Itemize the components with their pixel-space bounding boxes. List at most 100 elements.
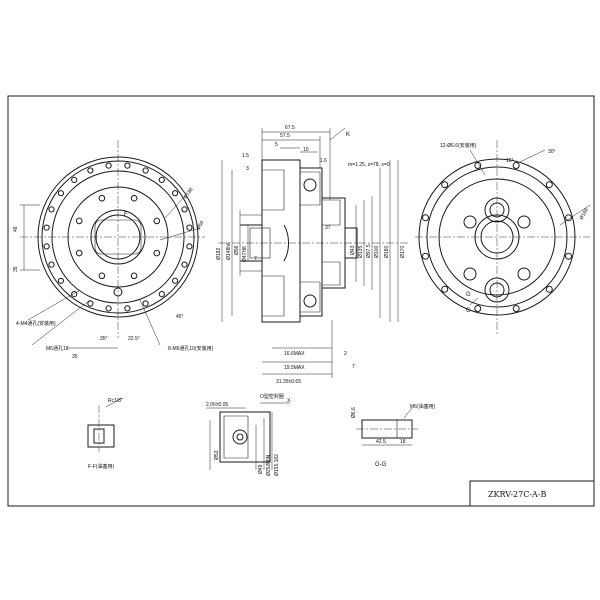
bolt-hole — [43, 243, 50, 250]
front-label-4m4: 4-M4通孔(安装用) — [16, 320, 56, 327]
front-view — [20, 140, 205, 349]
side-label-d96: Ø96 — [234, 245, 240, 255]
bolt-hole — [98, 194, 106, 202]
side-label-3135: 31.35±0.65 — [276, 379, 301, 385]
front-label-35: 35 — [13, 266, 19, 272]
k-label-oring: O型密封圈 — [260, 393, 284, 400]
side-label-d43: Ø43 — [350, 245, 356, 255]
side-label-195max: 19.5MAX — [284, 365, 305, 371]
gg-label-m6: M6(油塞用) — [410, 403, 436, 410]
bolt-hole — [75, 217, 83, 225]
k-label-w205: 2.06±0.05 — [206, 402, 228, 408]
bolt-hole — [512, 305, 520, 312]
bolt-hole — [43, 224, 50, 231]
rear-label-g2: G — [466, 308, 471, 314]
bolt-hole — [186, 224, 193, 231]
bolt-hole — [545, 285, 553, 293]
rear-label-30: 30° — [548, 149, 556, 155]
side-label-d148: Ø148h6 — [226, 242, 232, 260]
gg-label-caption: G-G — [375, 462, 387, 468]
side-label-166max: 16.6MAX — [284, 351, 305, 357]
side-view — [218, 127, 410, 378]
side-label-3: 3 — [246, 166, 249, 172]
bolt-hole — [75, 249, 83, 257]
bolt-hole — [124, 305, 131, 312]
side-label-gear: m=1.25, z=78, x=0 — [348, 162, 390, 168]
rear-view — [415, 140, 591, 335]
side-label-7b: 7 — [352, 364, 355, 370]
k-label-d252: Ø252MIN — [266, 454, 272, 476]
bolt-hole — [158, 291, 165, 298]
bolt-hole — [422, 252, 429, 260]
gg-label-18: 18 — [400, 439, 406, 445]
ff-label-caption: F-F(油塞用) — [88, 463, 114, 470]
bolt-hole — [441, 285, 449, 293]
bolt-hole — [142, 167, 149, 174]
bolt-hole — [512, 162, 520, 169]
detail-k — [206, 402, 290, 470]
bolt-hole — [87, 300, 94, 307]
bolt-hole — [105, 305, 112, 312]
side-label-d100: Ø100 — [374, 246, 380, 258]
bolt-hole — [153, 217, 161, 225]
side-label-d180: Ø180 — [384, 246, 390, 258]
front-label-35deg: 35° — [100, 336, 108, 342]
side-label-d170: Ø170 — [400, 246, 406, 258]
bolt-hole — [474, 305, 482, 312]
side-label-d47: Ø47H8 — [242, 246, 248, 262]
bolt-hole — [181, 261, 188, 268]
bolt-hole — [181, 206, 188, 213]
side-label-37: 37 — [325, 225, 331, 231]
bolt-hole — [545, 181, 553, 189]
k-label-d53: Ø53 — [214, 450, 220, 460]
bolt-hole — [565, 214, 572, 222]
front-label-45deg: 45° — [176, 314, 184, 320]
drawing-code: ZKRV-27C-A-B — [488, 490, 547, 499]
bolt-hole — [124, 162, 131, 169]
sheet-border — [7, 95, 595, 507]
bolt-hole — [565, 252, 572, 260]
gg-label-425: 42.5 — [376, 439, 386, 445]
bolt-hole — [71, 176, 78, 183]
bolt-hole — [87, 167, 94, 174]
bolt-hole — [186, 243, 193, 250]
rear-label-holes: 12-Ø6.6(安装用) — [440, 142, 477, 149]
rear-label-15: 15° — [506, 158, 514, 164]
bolt-hole — [48, 261, 55, 268]
front-label-w35: 35 — [72, 354, 78, 360]
title-block — [469, 480, 595, 507]
bolt-hole — [172, 190, 179, 197]
side-label-15: 1.5 — [242, 153, 249, 159]
bolt-hole — [142, 300, 149, 307]
bolt-hole — [105, 162, 112, 169]
bolt-hole — [158, 176, 165, 183]
side-label-k: K — [346, 132, 350, 138]
gg-label-d66: Ø6.6 — [351, 407, 357, 418]
front-label-48: 48 — [13, 226, 19, 232]
rear-label-d169: Ø169 — [579, 207, 590, 221]
bolt-hole — [172, 277, 179, 284]
bolt-hole — [422, 214, 429, 222]
side-label-d975: Ø97.5 — [366, 244, 372, 258]
bolt-hole — [130, 194, 138, 202]
side-label-675: 67.5 — [285, 125, 295, 131]
k-label-d49: Ø49 — [258, 464, 264, 474]
k-label-x: X — [287, 398, 291, 404]
side-label-16: 1.6 — [320, 158, 327, 164]
k-label-d155: Ø155.182 — [274, 454, 280, 476]
front-label-d186: Ø186 — [183, 187, 195, 201]
bolt-hole — [48, 206, 55, 213]
bolt-hole — [441, 181, 449, 189]
side-label-d182: Ø182 — [216, 248, 222, 260]
side-label-2: 2 — [344, 351, 347, 357]
ff-label-rc: Rc1/8" — [108, 398, 123, 404]
bolt-hole — [153, 249, 161, 257]
bolt-hole — [474, 162, 482, 169]
front-label-8m6: 8-M6通孔10(安装用) — [168, 345, 214, 352]
side-label-7: 7 — [254, 256, 257, 262]
front-label-225deg: 22.5° — [128, 336, 140, 342]
detail-ff — [87, 397, 123, 452]
front-label-m6: M6通孔12 — [46, 345, 69, 352]
rear-label-g1: G — [466, 292, 471, 298]
